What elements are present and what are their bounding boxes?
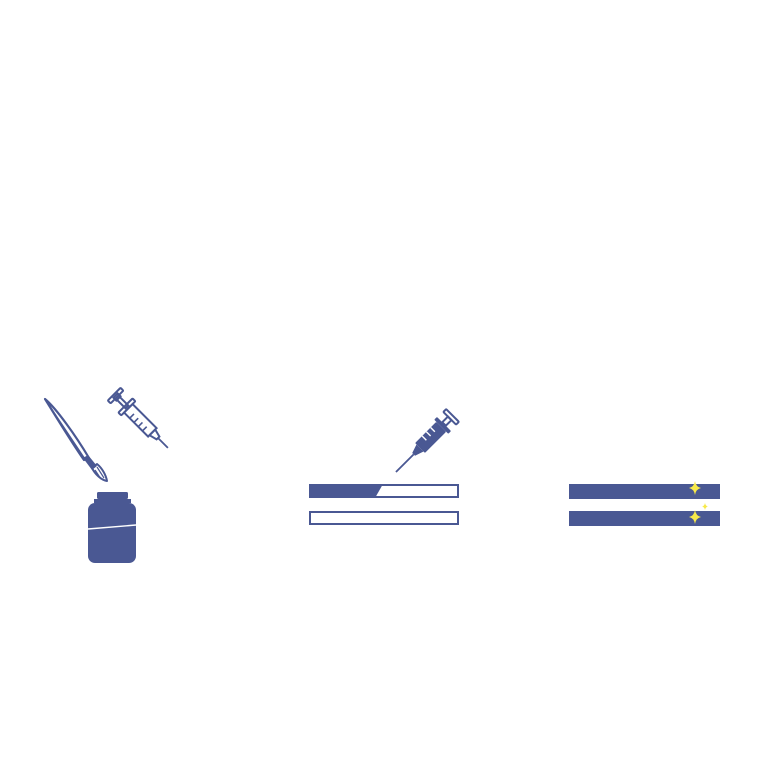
- bottle-icon: [87, 492, 137, 563]
- step-2: [309, 408, 460, 525]
- step-1: [43, 387, 169, 563]
- paintbrush-icon: [43, 397, 108, 482]
- syringe-icon: [395, 408, 460, 473]
- step-3: [569, 481, 720, 526]
- strip-filled: [569, 511, 720, 526]
- strip-empty: [309, 511, 459, 525]
- strip-filled: [569, 484, 720, 499]
- sparkle-icon: [689, 481, 708, 524]
- syringe-icon: [107, 387, 169, 449]
- strip-half-filled: [309, 484, 459, 498]
